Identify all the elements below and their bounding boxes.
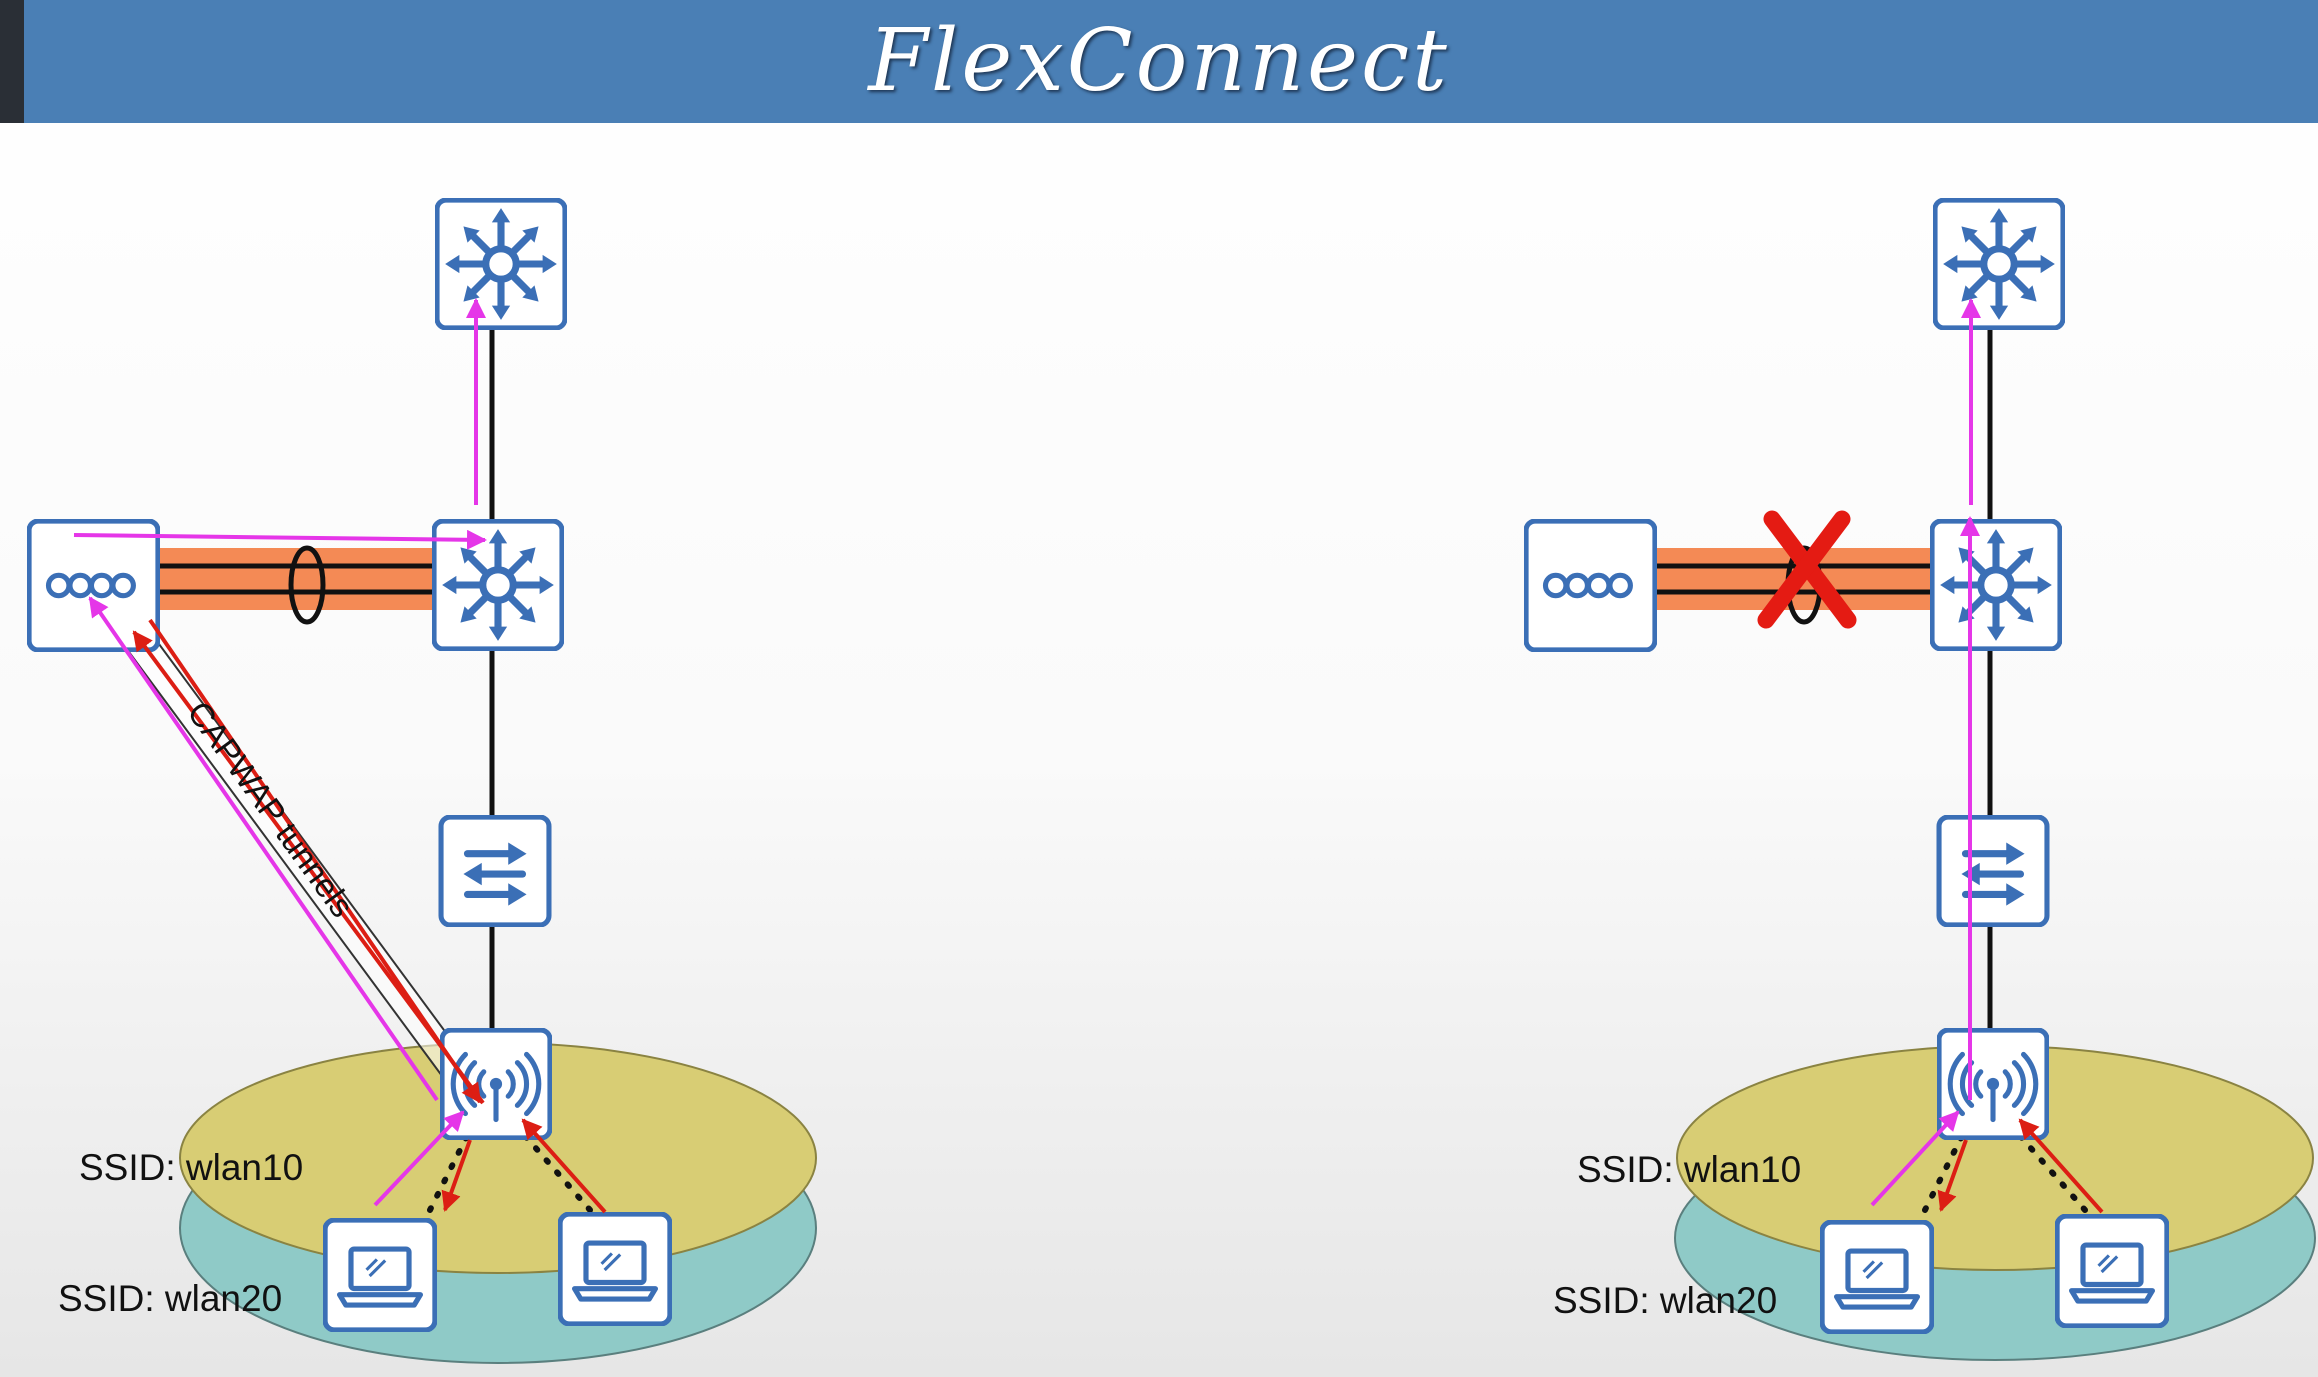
distribution-switch-icon (1932, 521, 2060, 649)
ssid-wlan10-label: SSID: wlan10 (1577, 1149, 1801, 1190)
wlc-icon (1526, 521, 1655, 650)
traffic-arrow (1870, 1110, 1960, 1207)
title-bar (0, 0, 2318, 123)
capwap-tunnel-label: CAPWAP tunnels (180, 694, 361, 923)
wlc-icon (29, 521, 158, 650)
traffic-arrow (1937, 1139, 1968, 1212)
slide-title: FlexConnect (868, 11, 1450, 111)
etherchannel-link (160, 545, 432, 625)
core-switch-icon (1935, 200, 2063, 328)
access-switch-icon (441, 817, 549, 925)
traffic-arrow (373, 1110, 465, 1207)
access-point-icon (1939, 1030, 2047, 1138)
traffic-arrow (521, 1118, 607, 1214)
right-diagram: SSID: wlan10 SSID: wlan20 (1526, 200, 2316, 1361)
traffic-arrow (88, 596, 439, 1102)
traffic-arrow (132, 630, 485, 1105)
laptop-icon (325, 1220, 435, 1330)
traffic-arrow (2018, 1118, 2104, 1214)
access-point-icon (442, 1030, 550, 1138)
laptop-icon (560, 1214, 670, 1324)
traffic-arrow (441, 1139, 472, 1212)
traffic-arrow (73, 529, 487, 550)
ssid-wlan20-label: SSID: wlan20 (1553, 1280, 1777, 1321)
laptop-icon (1822, 1222, 1932, 1332)
left-diagram: CAPWAP tunnels SSID: wlan10 SSID: wlan20 (29, 200, 817, 1364)
channel-logo (0, 0, 24, 123)
link-down-x-icon (1757, 510, 1857, 629)
laptop-icon (2057, 1216, 2167, 1326)
ssid-wlan20-label: SSID: wlan20 (58, 1278, 282, 1319)
ssid-wlan10-label: SSID: wlan10 (79, 1147, 303, 1188)
access-switch-icon (1939, 817, 2047, 925)
core-switch-icon (437, 200, 565, 328)
